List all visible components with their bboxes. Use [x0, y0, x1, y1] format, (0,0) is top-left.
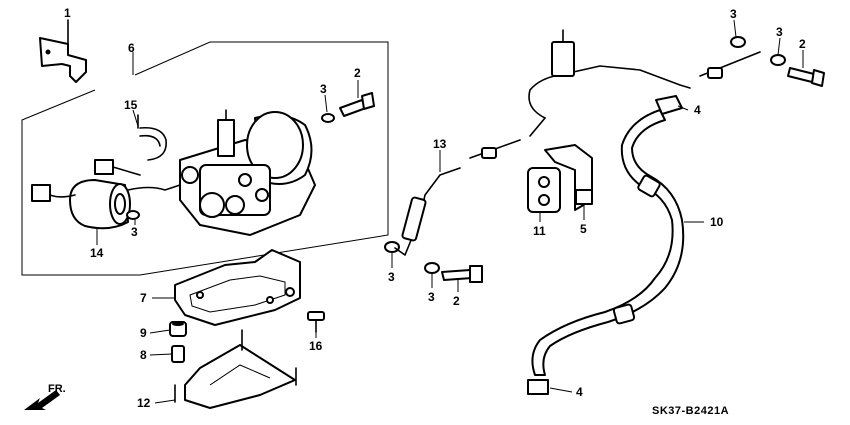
callout-10: 10 [710, 215, 724, 229]
valve-part [527, 167, 561, 213]
callout-13: 13 [433, 137, 447, 151]
callout-3: 3 [388, 270, 395, 284]
callout-4: 4 [694, 103, 701, 117]
callout-1: 1 [64, 6, 71, 20]
callout-3: 3 [730, 7, 737, 21]
callout-3: 3 [320, 82, 327, 96]
leader-lines [67, 19, 804, 404]
callout-9: 9 [140, 326, 147, 340]
bolt-part [339, 67, 825, 283]
valve-bracket-part [544, 144, 593, 211]
callout-12: 12 [137, 396, 151, 410]
clamp-part [137, 114, 167, 161]
main-pipe-part [528, 29, 761, 119]
callout-11: 11 [533, 224, 546, 238]
callout-3: 3 [131, 225, 138, 239]
diagram-code: SK37-B2421A [652, 405, 729, 417]
hose-part [531, 109, 685, 376]
callout-14: 14 [90, 246, 104, 260]
connector-part [94, 159, 141, 176]
brake-pipe-part [394, 117, 546, 256]
callout-2: 2 [354, 66, 361, 80]
callout-6: 6 [128, 41, 135, 55]
bracket-part [39, 19, 87, 83]
callout-7: 7 [140, 291, 147, 305]
gasket-plate [174, 249, 301, 326]
mount-bracket [174, 329, 297, 409]
callout-8: 8 [140, 348, 147, 362]
callout-16: 16 [309, 339, 323, 353]
callout-5: 5 [580, 222, 587, 236]
callout-15: 15 [124, 98, 138, 112]
callout-2: 2 [453, 294, 460, 308]
collar-part [171, 345, 185, 363]
grommet-part [169, 321, 187, 337]
modulator-assembly [179, 109, 316, 236]
front-direction-label: FR. [48, 383, 66, 395]
hose-clip-part [527, 95, 683, 395]
callout-2: 2 [799, 37, 806, 51]
callout-3: 3 [776, 25, 783, 39]
solenoid-part [31, 179, 181, 230]
callout-4: 4 [576, 385, 583, 399]
front-direction-arrow: FR. [24, 383, 66, 410]
small-bolt-part [307, 311, 325, 333]
callout-3: 3 [428, 290, 435, 304]
